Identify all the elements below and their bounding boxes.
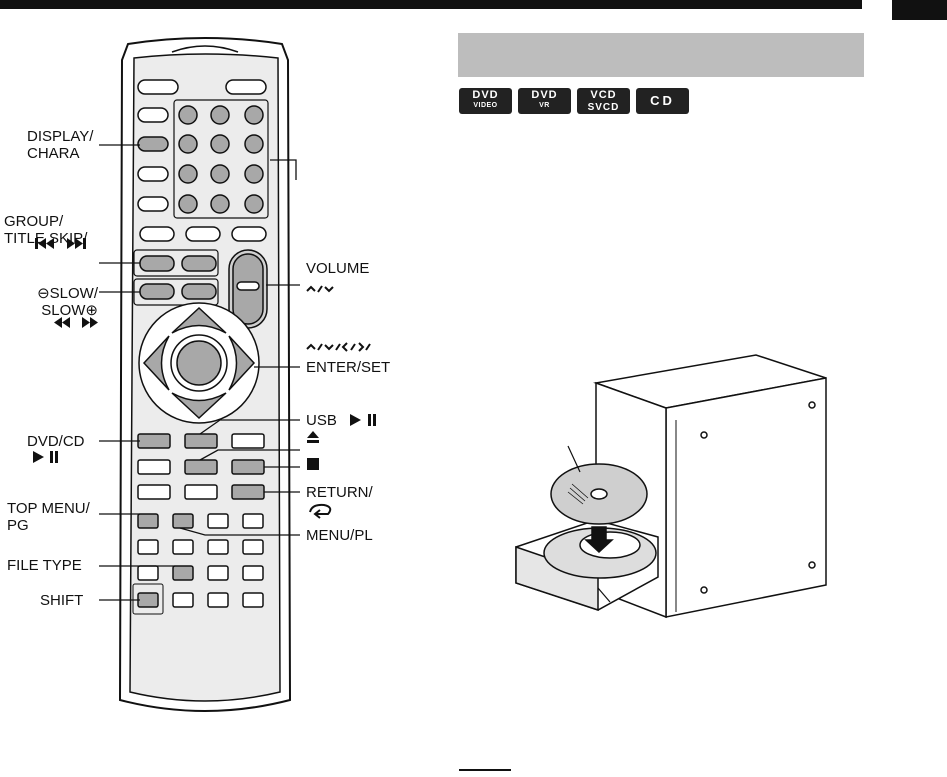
dvd-player-unit — [515, 354, 827, 619]
label-line: PG — [7, 517, 29, 534]
section-heading-band — [458, 33, 864, 77]
badge-dvd-video: DVD VIDEO — [459, 88, 512, 114]
skip-forward-icon — [83, 238, 86, 249]
up-arrow-icon — [306, 285, 316, 292]
right-arrow-icon — [358, 342, 365, 352]
skip-forward-icon — [67, 238, 83, 249]
badge-line: DVD — [472, 89, 499, 101]
label-return: RETURN/ — [306, 484, 373, 501]
skip-back-icon — [35, 238, 38, 249]
top-rule — [0, 0, 862, 9]
callout-lines — [99, 144, 300, 601]
badge-cd: CD — [636, 88, 689, 114]
return-arrow-icon — [309, 503, 332, 515]
label-line: ⊖SLOW/ — [37, 285, 98, 302]
down-arrow-icon — [324, 344, 334, 351]
label-dvd-cd: DVD/CD — [27, 433, 85, 450]
pause-icon — [368, 414, 371, 426]
down-arrow-icon — [324, 286, 334, 293]
pause-icon — [50, 451, 53, 463]
label-enter-set: ENTER/SET — [306, 359, 391, 376]
label-group-title-skip: GROUP/ TITLE SKIP/ — [4, 213, 87, 247]
label-slow: ⊖SLOW/ SLOW⊕ — [30, 285, 98, 319]
remote-control — [118, 37, 292, 712]
label-top-menu-pg: TOP MENU/ PG — [7, 500, 90, 534]
badge-line: VR — [539, 102, 550, 109]
label-line: TITLE SKIP/ — [4, 230, 88, 247]
badge-line: VIDEO — [473, 102, 498, 109]
label-file-type: FILE TYPE — [7, 557, 82, 574]
fast-forward-icon — [82, 317, 98, 328]
rewind-icon — [54, 317, 70, 328]
badge-line: VCD — [590, 89, 617, 101]
label-line: TOP MENU/ — [7, 500, 90, 517]
label-usb: USB — [306, 412, 337, 429]
label-line: DVD/CD — [27, 433, 85, 450]
eject-icon — [307, 431, 319, 438]
badge-line: SVCD — [587, 102, 620, 113]
up-arrow-icon — [306, 343, 316, 350]
label-display-chara: DISPLAY/ CHARA — [27, 128, 93, 162]
label-menu-pl: MENU/PL — [306, 527, 373, 544]
label-line: SLOW⊕ — [41, 302, 98, 319]
badge-line: DVD — [531, 89, 558, 101]
arrow-glyphs — [306, 285, 371, 519]
label-volume: VOLUME — [306, 260, 370, 277]
label-shift: SHIFT — [40, 592, 84, 609]
label-line: GROUP/ — [4, 213, 64, 230]
play-icon — [33, 451, 44, 463]
badge-vcd-svcd: VCD SVCD — [577, 88, 630, 114]
left-arrow-icon — [341, 342, 348, 352]
label-line: CHARA — [27, 145, 80, 162]
glyph-marks — [33, 238, 376, 470]
label-line: DISPLAY/ — [27, 128, 94, 145]
chapter-tab — [892, 0, 947, 20]
badge-dvd-vr: DVD VR — [518, 88, 571, 114]
skip-back-icon — [38, 238, 54, 249]
note-underline — [459, 769, 511, 771]
stop-icon — [307, 458, 319, 470]
badge-line: CD — [650, 93, 675, 108]
play-icon — [350, 414, 361, 426]
